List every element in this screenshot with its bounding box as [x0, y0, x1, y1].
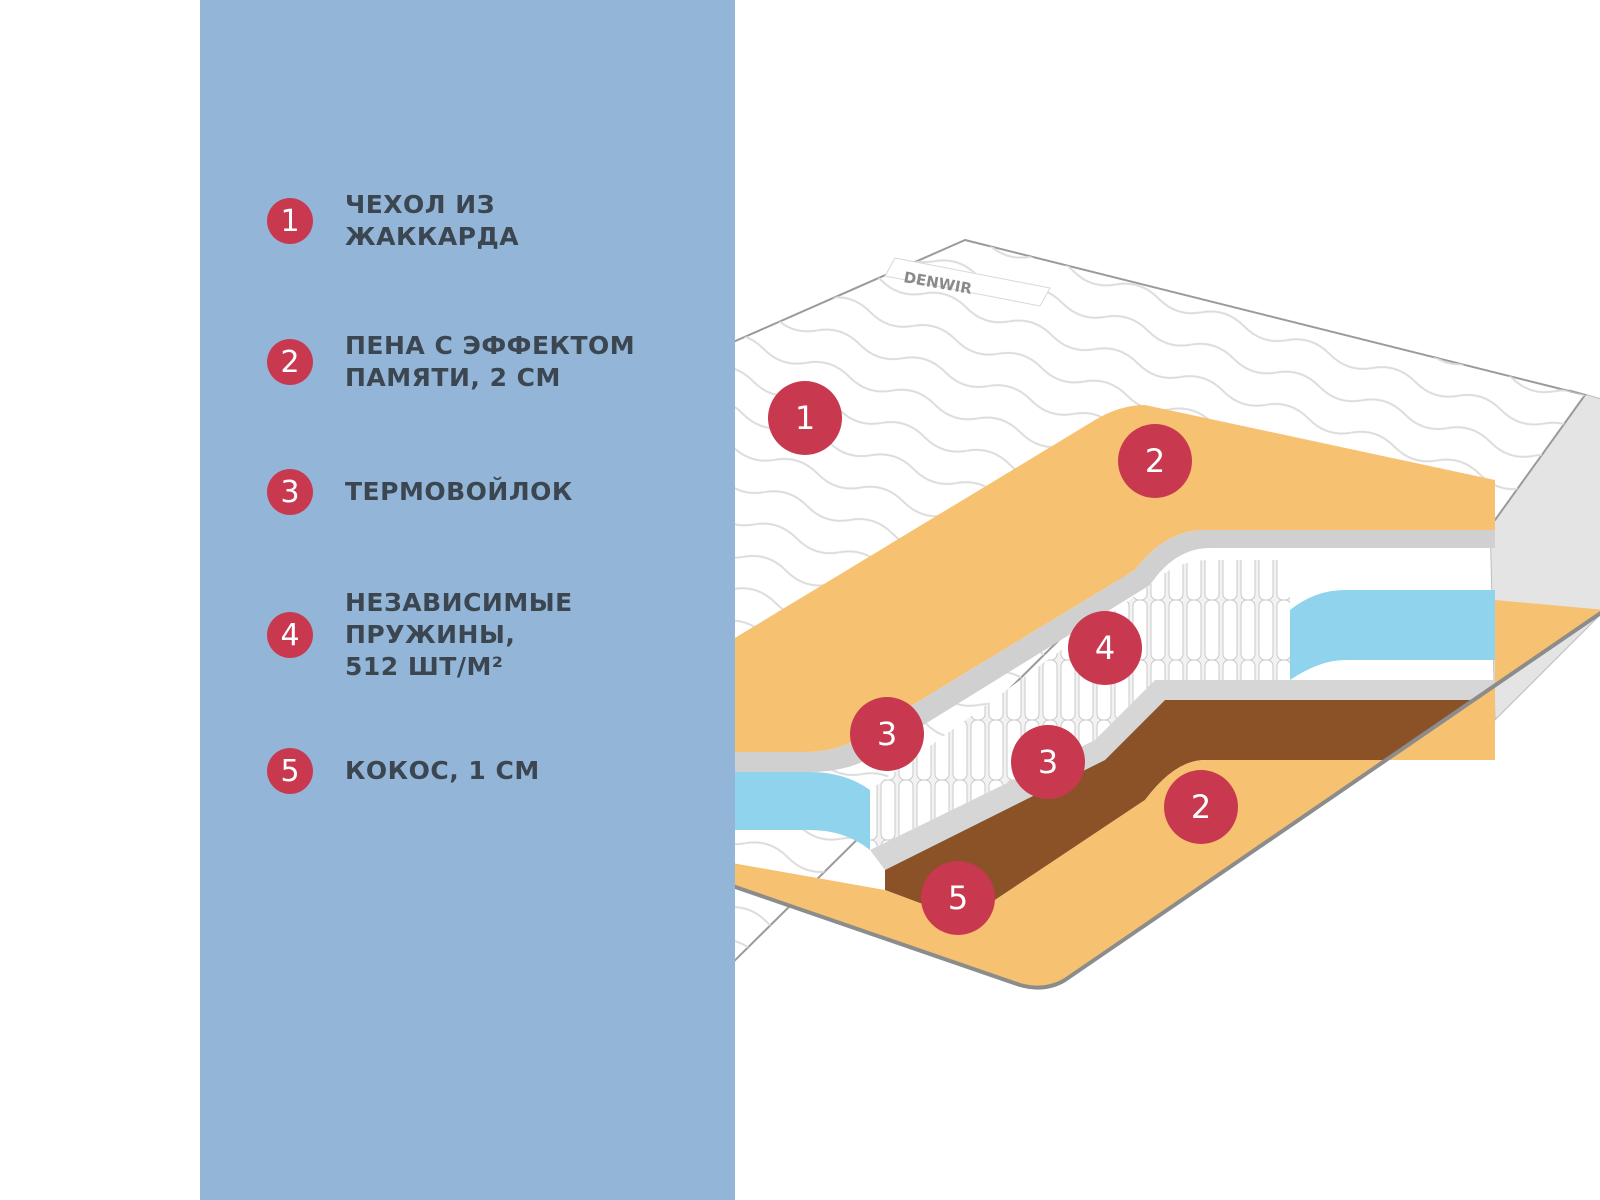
spring-block [870, 560, 1290, 850]
marker-felt-left: 3 [850, 697, 924, 771]
marker-springs: 4 [1068, 611, 1142, 685]
legend-label: ЧЕХОЛ ИЗ ЖАККАРДА [345, 190, 520, 251]
gel-foam-left [735, 772, 870, 850]
legend-label: НЕЗАВИСИМЫЕ ПРУЖИНЫ, 512 ШТ/М² [345, 588, 573, 681]
legend-item-cover: 1 ЧЕХОЛ ИЗ ЖАККАРДА [267, 189, 675, 253]
marker-upper-foam: 2 [1118, 424, 1192, 498]
svg-text:3: 3 [877, 715, 897, 753]
legend-item-memory-foam: 2 ПЕНА С ЭФФЕКТОМ ПАМЯТИ, 2 СМ [267, 330, 675, 394]
legend-item-coconut: 5 КОКОС, 1 СМ [267, 748, 675, 794]
brand-label [884, 257, 1051, 307]
legend-panel: 1 ЧЕХОЛ ИЗ ЖАККАРДА 2 ПЕНА С ЭФФЕКТОМ ПА… [200, 0, 735, 1200]
legend-item-springs: 4 НЕЗАВИСИМЫЕ ПРУЖИНЫ, 512 ШТ/М² [267, 587, 675, 683]
legend-badge: 5 [267, 748, 313, 794]
mattress-diagram: DENWIR 1 2 4 3 [735, 238, 1600, 990]
svg-text:3: 3 [1038, 743, 1058, 781]
upper-memory-foam [735, 405, 1495, 752]
svg-text:2: 2 [1145, 442, 1165, 480]
gel-foam-right [1290, 590, 1495, 680]
marker-lower-foam: 2 [1164, 770, 1238, 844]
svg-text:5: 5 [948, 879, 968, 917]
legend-badge: 3 [267, 469, 313, 515]
legend-item-thermofelt: 3 ТЕРМОВОЙЛОК [267, 469, 675, 515]
legend-badge: 2 [267, 339, 313, 385]
legend-label: ПЕНА С ЭФФЕКТОМ ПАМЯТИ, 2 СМ [345, 331, 636, 392]
coconut-layer [885, 700, 1495, 920]
legend-label: КОКОС, 1 СМ [345, 756, 540, 785]
marker-felt-center: 3 [1011, 725, 1085, 799]
svg-text:1: 1 [795, 399, 815, 437]
legend-label: ТЕРМОВОЙЛОК [345, 477, 573, 506]
legend-badge: 4 [267, 612, 313, 658]
marker-coconut: 5 [921, 861, 995, 935]
svg-text:2: 2 [1191, 788, 1211, 826]
svg-text:4: 4 [1095, 629, 1115, 667]
marker-cover: 1 [768, 381, 842, 455]
legend-badge: 1 [267, 198, 313, 244]
